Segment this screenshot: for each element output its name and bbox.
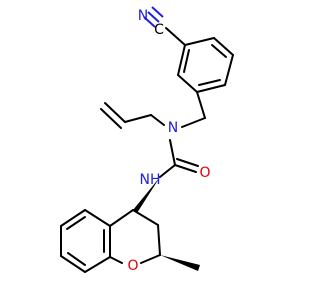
bond	[213, 37, 234, 56]
aromatic-bond	[211, 44, 227, 58]
structure-drawing: N C N NH O O	[60, 6, 234, 274]
bond	[159, 164, 176, 178]
aromatic-bond	[183, 49, 190, 73]
nitrile-triple-bond	[143, 6, 164, 28]
bond	[84, 209, 111, 227]
aromatic-bond	[67, 252, 86, 266]
amine-n-label: N	[168, 120, 178, 136]
bond	[109, 256, 123, 264]
bonds	[60, 27, 234, 273]
bond	[60, 209, 86, 227]
bond	[100, 108, 122, 129]
bond	[184, 37, 215, 46]
bond	[196, 91, 206, 119]
bond	[109, 209, 134, 227]
ring-o-label: O	[127, 258, 138, 274]
carbonyl-o-label: O	[199, 165, 210, 181]
stereo-wedge-nh	[133, 177, 160, 213]
aromatic-bond	[66, 216, 86, 230]
bond	[177, 74, 198, 93]
stereo-wedge-methyl	[160, 255, 200, 271]
bond	[157, 224, 161, 256]
bond	[124, 114, 152, 123]
aromatic-bond	[198, 79, 221, 86]
bond	[140, 254, 161, 264]
molecule-canvas: N C N NH O O	[60, 6, 234, 274]
bond	[169, 139, 176, 166]
bond	[196, 84, 226, 93]
bond	[224, 54, 234, 86]
bond	[174, 164, 197, 173]
bond	[177, 44, 186, 76]
bond	[165, 27, 186, 46]
bond	[84, 256, 111, 273]
bond	[60, 255, 86, 273]
bond	[181, 117, 206, 128]
amide-nh-label: NH	[140, 172, 161, 188]
bond	[176, 158, 199, 167]
bond	[104, 102, 126, 123]
bond	[150, 114, 165, 126]
nitrile-c-label: C	[154, 22, 164, 38]
nitrile-n-label: N	[138, 8, 148, 24]
